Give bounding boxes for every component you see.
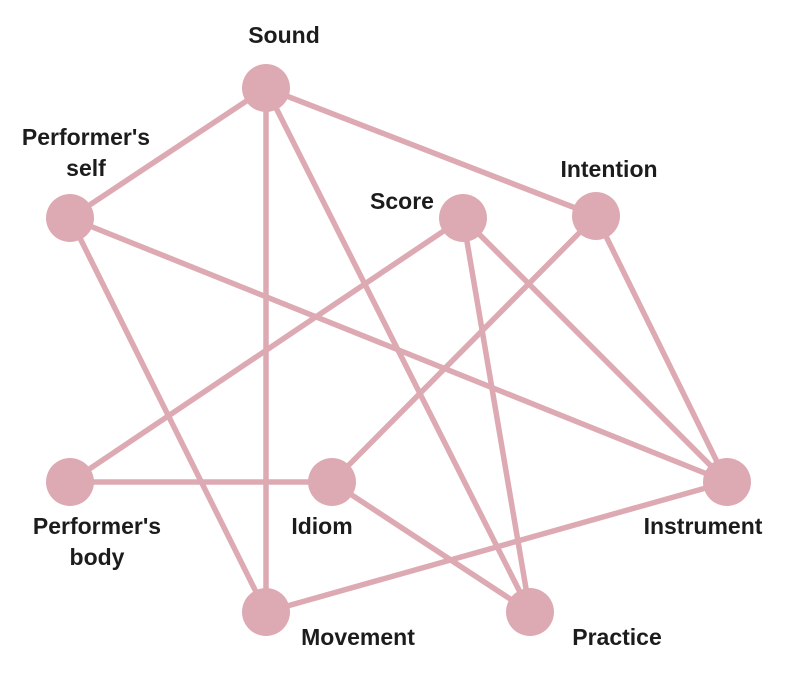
node-label-practice: Practice [572, 624, 662, 650]
node-movement [242, 588, 290, 636]
node-practice [506, 588, 554, 636]
node-score [439, 194, 487, 242]
node-label-line: Performer's [33, 513, 161, 539]
edge-score-practice [460, 215, 533, 615]
node-label-performers-body: Performer's body [33, 513, 161, 570]
node-idiom [308, 458, 356, 506]
node-label-line: self [66, 155, 106, 181]
node-label-line: body [70, 544, 125, 570]
node-performers-self [46, 194, 94, 242]
node-label-sound: Sound [248, 22, 320, 48]
node-label-line: Intention [560, 156, 657, 182]
node-label-line: Idiom [291, 513, 352, 539]
node-label-intention: Intention [560, 156, 657, 182]
node-instrument [703, 458, 751, 506]
node-label-line: Movement [301, 624, 415, 650]
edge-intention-idiom [329, 213, 599, 485]
edge-idiom-practice [329, 479, 533, 615]
edge-score-performers-body [67, 215, 466, 485]
node-label-score: Score [370, 188, 434, 214]
nodes-layer [46, 64, 751, 636]
node-label-instrument: Instrument [644, 513, 763, 539]
edge-movement-instrument [263, 479, 730, 615]
edge-sound-performers-self [67, 85, 269, 221]
edge-performers-self-instrument [67, 215, 730, 485]
node-sound [242, 64, 290, 112]
edge-score-instrument [460, 215, 730, 485]
edge-intention-instrument [593, 213, 730, 485]
node-label-line: Performer's [22, 124, 150, 150]
node-label-idiom: Idiom [291, 513, 352, 539]
edges-layer [67, 85, 730, 615]
node-label-line: Score [370, 188, 434, 214]
node-label-line: Practice [572, 624, 662, 650]
node-label-line: Instrument [644, 513, 763, 539]
node-intention [572, 192, 620, 240]
node-performers-body [46, 458, 94, 506]
node-label-performers-self: Performer's self [22, 124, 150, 181]
edge-sound-intention [263, 85, 599, 219]
node-label-movement: Movement [301, 624, 415, 650]
node-label-line: Sound [248, 22, 320, 48]
